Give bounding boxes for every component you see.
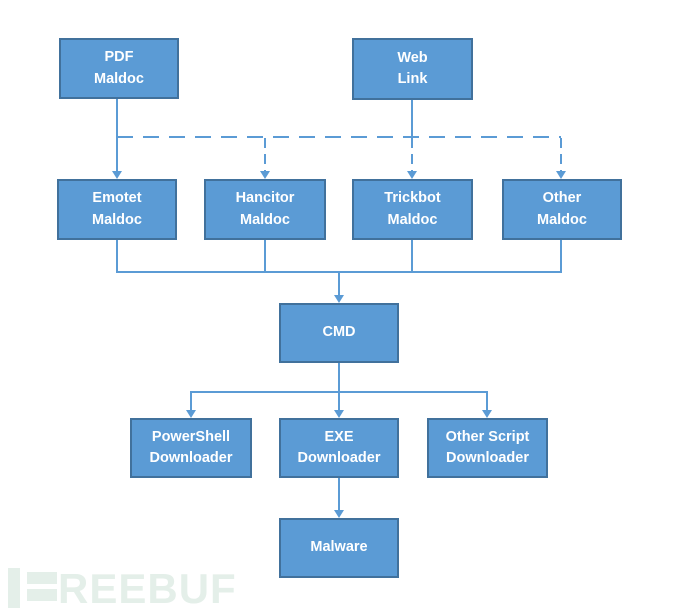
freebuf-watermark-text: REEBUF xyxy=(58,565,237,612)
node-malware: Malware xyxy=(279,518,399,578)
node-hancitor-maldoc: Hancitor Maldoc xyxy=(204,179,326,240)
node-trickbot-maldoc: Trickbot Maldoc xyxy=(352,179,473,240)
connector-to-exe xyxy=(338,391,340,410)
arrow-down-icon xyxy=(334,410,344,418)
node-exe-downloader: EXE Downloader xyxy=(279,418,399,478)
freebuf-logo-block-icon xyxy=(27,589,57,601)
connector-pdf-to-emotet xyxy=(116,99,118,171)
arrow-down-icon xyxy=(260,171,270,179)
freebuf-logo-block-icon xyxy=(27,572,57,584)
connector-to-other-script xyxy=(486,391,488,410)
connector-trickbot-to-bus xyxy=(411,240,413,271)
arrow-down-icon xyxy=(407,171,417,179)
connector-dashed-distribution xyxy=(117,136,561,138)
connector-weblink-down xyxy=(411,100,413,137)
node-other-script-downloader: Other Script Downloader xyxy=(427,418,548,478)
arrow-down-icon xyxy=(334,510,344,518)
connector-other-to-bus xyxy=(560,240,562,271)
connector-dashed-to-other xyxy=(560,138,562,171)
arrow-down-icon xyxy=(186,410,196,418)
arrow-down-icon xyxy=(112,171,122,179)
arrow-down-icon xyxy=(334,295,344,303)
connector-bus-to-cmd xyxy=(338,271,340,295)
connector-cmd-down xyxy=(338,363,340,392)
arrow-down-icon xyxy=(482,410,492,418)
connector-dashed-to-hancitor xyxy=(264,138,266,171)
node-powershell-downloader: PowerShell Downloader xyxy=(130,418,252,478)
connector-emotet-to-bus xyxy=(116,240,118,271)
node-pdf-maldoc: PDF Maldoc xyxy=(59,38,179,99)
connector-to-powershell xyxy=(190,391,192,410)
freebuf-logo-bar-icon xyxy=(8,568,20,608)
arrow-down-icon xyxy=(556,171,566,179)
connector-hancitor-to-bus xyxy=(264,240,266,271)
connector-dashed-to-trickbot xyxy=(411,138,413,171)
node-cmd: CMD xyxy=(279,303,399,363)
node-other-maldoc: Other Maldoc xyxy=(502,179,622,240)
connector-exe-to-malware xyxy=(338,478,340,510)
node-emotet-maldoc: Emotet Maldoc xyxy=(57,179,177,240)
node-web-link: Web Link xyxy=(352,38,473,100)
